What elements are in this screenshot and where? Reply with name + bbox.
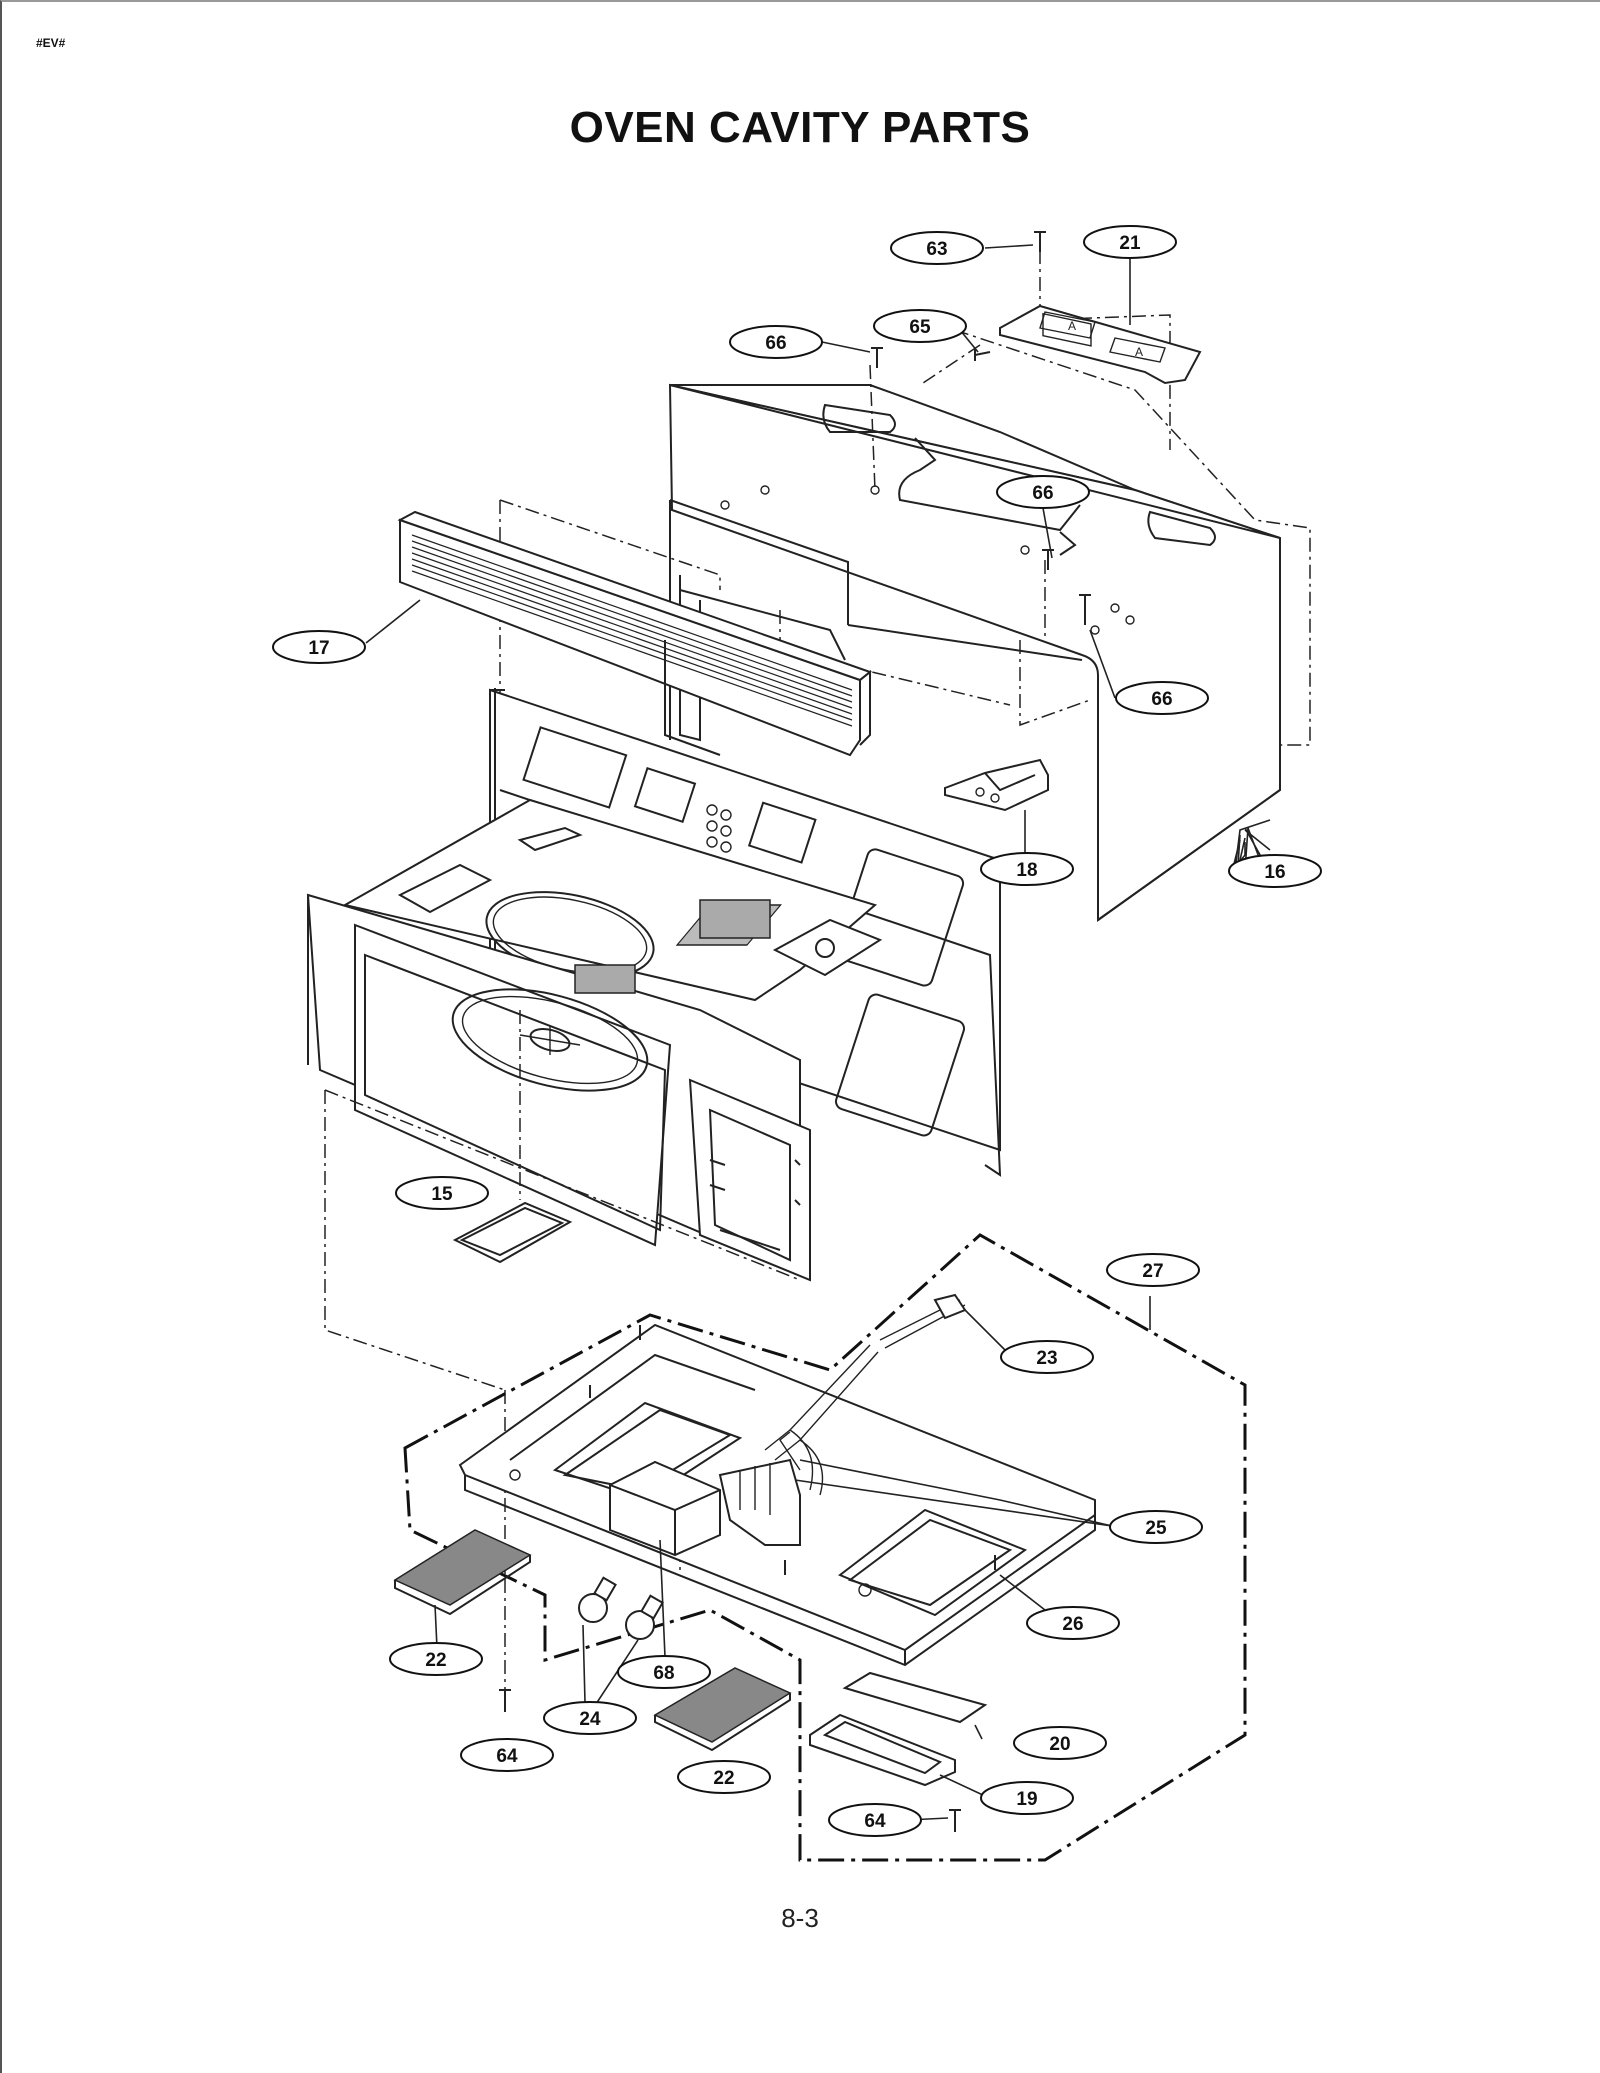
callout-label: 27 [1142,1261,1163,1282]
callout-label: 17 [308,638,329,659]
cover-part-15 [452,1201,573,1264]
callout-17: 17 [272,630,366,664]
lamp-frame-part-19 [809,1713,956,1787]
callout-label: 65 [909,317,931,338]
callout-66-top: 66 [729,325,823,359]
callout-label: 64 [496,1746,518,1767]
callout-20: 20 [1013,1726,1107,1760]
vent-grille-part-17 [397,510,873,757]
callout-label: 23 [1036,1348,1057,1369]
filter-part-22-left [393,1529,532,1616]
callout-label: 21 [1119,233,1141,254]
oven-cavity [306,688,1002,1282]
callout-label: 66 [765,333,786,354]
filter-part-22-right [653,1667,792,1752]
callout-15: 15 [395,1176,489,1210]
callout-21: 21 [1083,225,1177,259]
callout-label: 63 [926,239,947,260]
callout-label: 22 [425,1650,446,1671]
callout-63: 63 [890,231,984,265]
callout-26: 26 [1026,1606,1120,1640]
mounting-plate-part-18 [944,758,1049,812]
page-title: OVEN CAVITY PARTS [569,103,1031,152]
callout-label: 24 [579,1709,601,1730]
outer-case-part-16 [668,383,1281,922]
svg-text:A: A [1135,345,1143,359]
callout-19: 19 [980,1781,1074,1815]
callout-65: 65 [873,309,967,343]
callout-27: 27 [1106,1253,1200,1287]
callout-label: 22 [713,1768,734,1789]
bottom-plate-boundary-part-27 [403,1233,1247,1862]
page-number: 8-3 [781,1903,819,1933]
screw-icons [499,231,1091,1832]
callout-22-right: 22 [677,1760,771,1794]
callout-label: 20 [1049,1734,1070,1755]
callout-23: 23 [1000,1340,1094,1374]
callout-66-mid: 66 [996,475,1090,509]
callout-label: 26 [1062,1614,1083,1635]
callout-24: 24 [543,1701,637,1735]
document-tag: #EV# [36,36,66,50]
callout-label: 19 [1016,1789,1037,1810]
callout-64-left: 64 [460,1738,554,1772]
callout-label: 16 [1264,862,1285,883]
callout-25: 25 [1109,1510,1203,1544]
lamp-part-24 [578,1576,664,1640]
callout-label: 18 [1016,860,1037,881]
callout-label: 64 [864,1811,886,1832]
callout-label: 25 [1145,1518,1167,1539]
control-board-part-21: A A [999,304,1202,385]
callout-18: 18 [980,852,1074,886]
callout-22-left: 22 [389,1642,483,1676]
callout-66-right: 66 [1115,681,1209,715]
callout-16: 16 [1228,854,1322,888]
callout-label: 66 [1151,689,1172,710]
callout-label: 66 [1032,483,1053,504]
callout-label: 15 [431,1184,453,1205]
svg-text:A: A [1068,319,1076,333]
callout-64-bottom: 64 [828,1803,922,1837]
keypad-buttons [706,804,732,853]
callout-label: 68 [653,1663,674,1684]
bottom-plate-part-26 [458,1293,1096,1667]
lamp-cover-part-20 [842,1671,988,1724]
callout-68: 68 [617,1655,711,1689]
